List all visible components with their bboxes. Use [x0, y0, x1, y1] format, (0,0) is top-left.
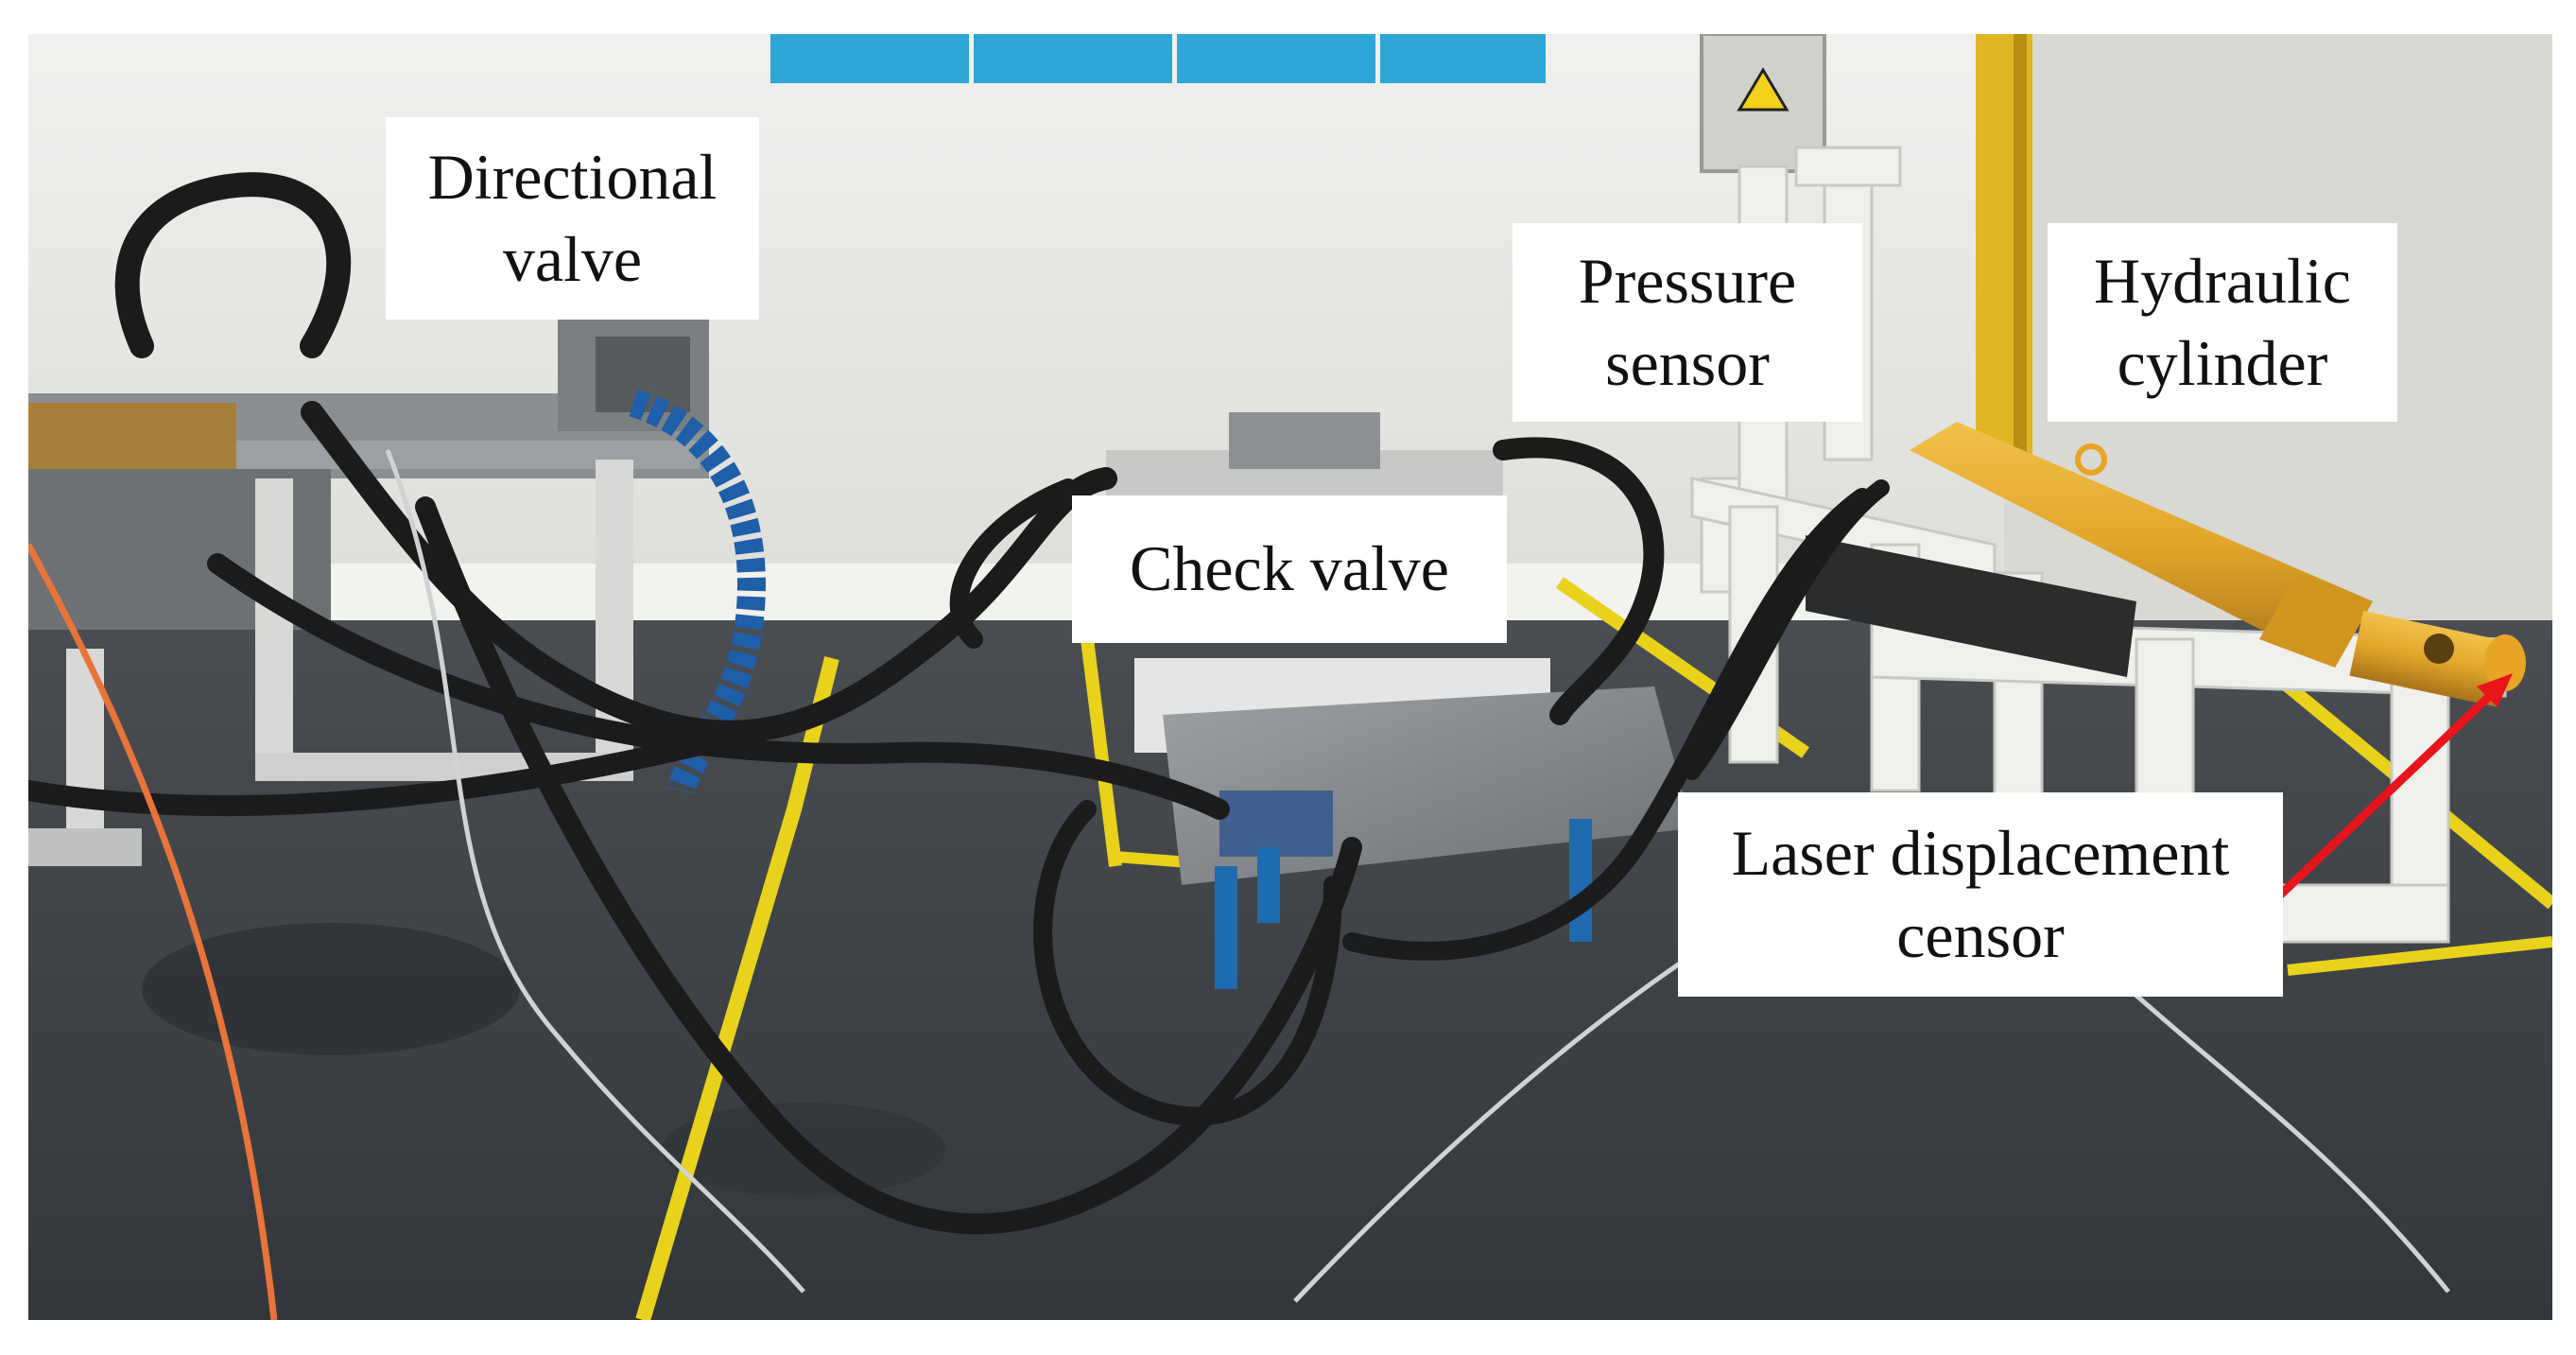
label-line: Pressure	[1578, 244, 1797, 317]
info-panel	[974, 34, 1172, 83]
hydraulic-cylinder-label: Hydraulic cylinder	[2048, 223, 2397, 422]
rubber-pad	[1806, 535, 2136, 677]
warning-sign	[1737, 67, 1789, 112]
directional-valve-label: Directional valve	[386, 117, 759, 320]
floor-line	[2287, 936, 2552, 976]
hydraulic-cylinder	[1910, 422, 2526, 707]
red-arrowhead	[2477, 673, 2513, 707]
label-line: valve	[502, 223, 643, 295]
pressure-sensor-label: Pressure sensor	[1513, 223, 1862, 422]
hydraulic-hoses	[28, 172, 1890, 1235]
label-line: Laser displacement	[1731, 816, 2230, 889]
red-arrow	[2265, 685, 2501, 910]
label-line: Check valve	[1130, 532, 1449, 605]
label-line: censor	[1896, 899, 2065, 971]
info-panel	[1177, 34, 1375, 83]
label-line: Directional	[427, 140, 717, 213]
label-line: Hydraulic	[2094, 244, 2351, 317]
info-panel	[1380, 34, 1546, 83]
laser-displacement-sensor-label: Laser displacement censor	[1678, 792, 2283, 997]
check-valve-label: Check valve	[1072, 495, 1507, 643]
label-line: cylinder	[2117, 327, 2328, 399]
floor-line	[1081, 638, 1122, 867]
label-line: sensor	[1605, 327, 1770, 399]
info-panel	[770, 34, 969, 83]
orange-cable	[28, 543, 278, 1320]
directional-valve-stand	[28, 318, 709, 866]
